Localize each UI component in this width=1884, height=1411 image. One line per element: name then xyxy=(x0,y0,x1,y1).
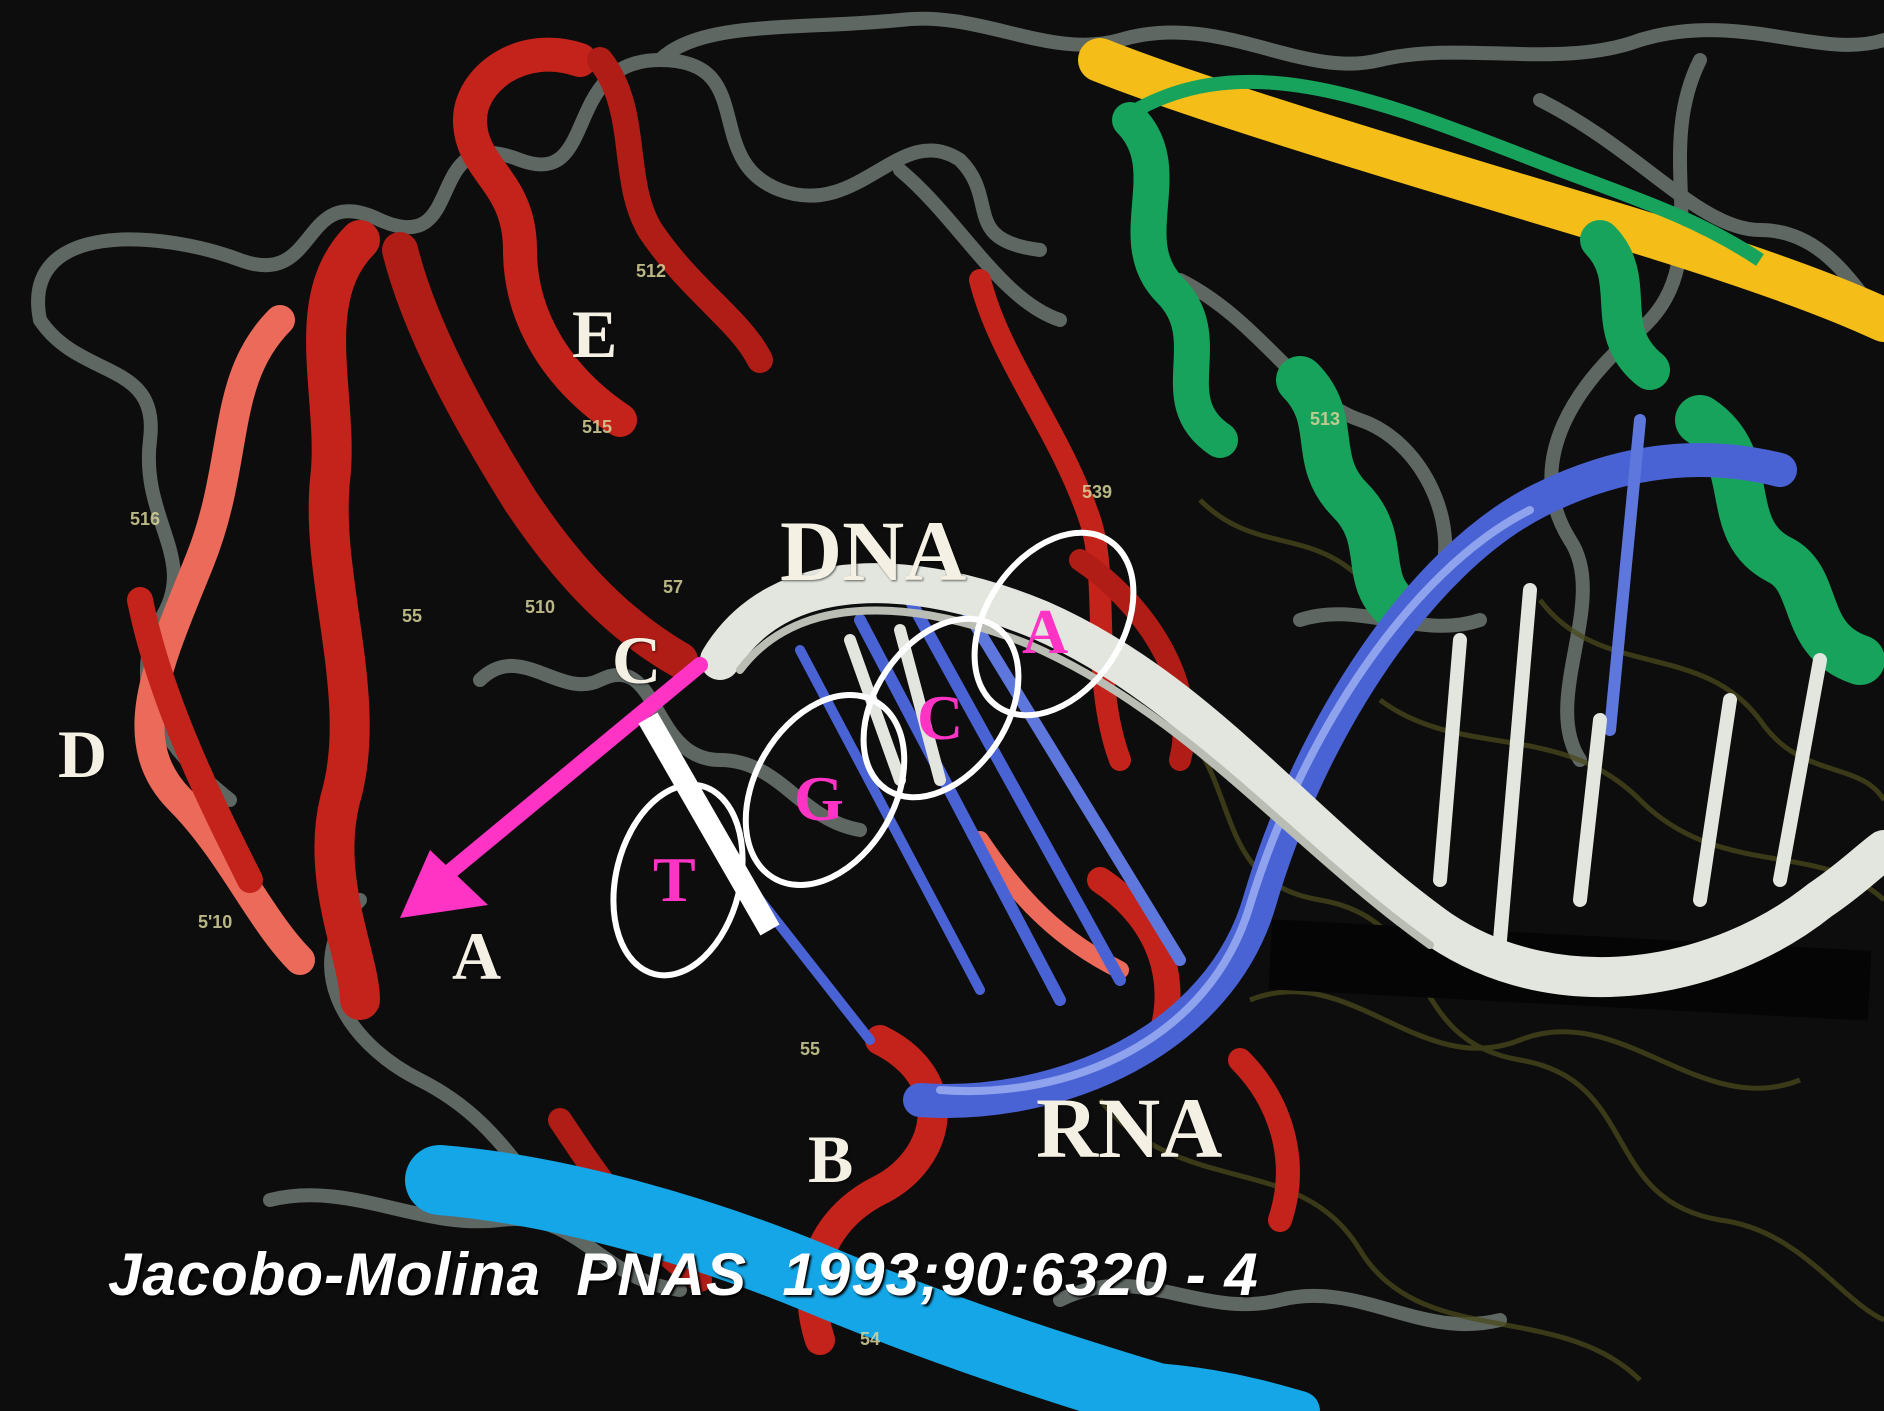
residue-label: 516 xyxy=(130,510,160,528)
strand-label-e: E xyxy=(572,300,617,368)
residue-label: 513 xyxy=(1310,410,1340,428)
dna-label: DNA xyxy=(780,508,966,594)
base-label-a: A xyxy=(1022,600,1068,664)
strand-label-a: A xyxy=(452,922,501,990)
strand-label-c: C xyxy=(612,626,661,694)
yellow-strand xyxy=(1100,60,1884,320)
residue-label: 55 xyxy=(402,607,422,625)
residue-label: 512 xyxy=(636,262,666,280)
strand-label-b: B xyxy=(808,1125,853,1193)
residue-label: 57 xyxy=(663,578,683,596)
citation-text: Jacobo-Molina PNAS 1993;90:6320 - 4 xyxy=(108,1245,1259,1305)
strand-label-d: D xyxy=(58,720,107,788)
base-label-g: G xyxy=(794,767,844,831)
residue-label: 55 xyxy=(800,1040,820,1058)
rna-label: RNA xyxy=(1036,1085,1222,1171)
base-label-c: C xyxy=(917,686,963,750)
residue-label: 539 xyxy=(1082,483,1112,501)
base-label-t: T xyxy=(653,848,696,912)
residue-label: 515 xyxy=(582,418,612,436)
residue-label: 54 xyxy=(860,1330,880,1348)
residue-label: 510 xyxy=(525,598,555,616)
residue-label: 5'10 xyxy=(198,913,232,931)
